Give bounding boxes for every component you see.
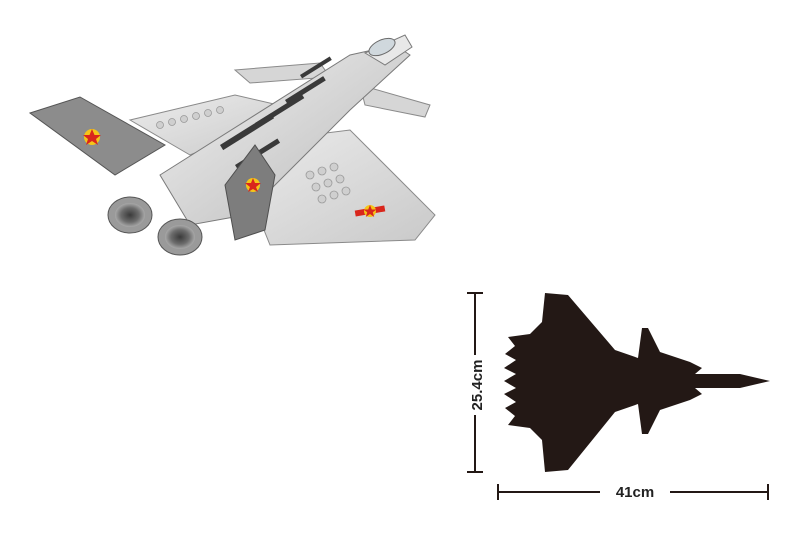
width-label: 41cm (616, 484, 654, 501)
fuselage-grilles (220, 56, 332, 170)
wing-studs (156, 106, 351, 204)
fuselage (159, 44, 411, 226)
dimension-diagram: 25.4cm 41cm (466, 292, 770, 502)
star-insignia-tail-left (83, 129, 101, 145)
width-label-bg (600, 482, 670, 502)
star-insignia-wing (354, 205, 386, 217)
height-label-bg (466, 355, 484, 415)
star-insignia-tail-right (245, 178, 261, 192)
cockpit-canopy (368, 37, 396, 57)
right-tail-fin (224, 144, 276, 241)
jet-model-photo (28, 34, 436, 256)
height-label: 25.4cm (469, 360, 486, 411)
jet-silhouette (504, 293, 770, 472)
engine-nozzles (107, 196, 203, 256)
